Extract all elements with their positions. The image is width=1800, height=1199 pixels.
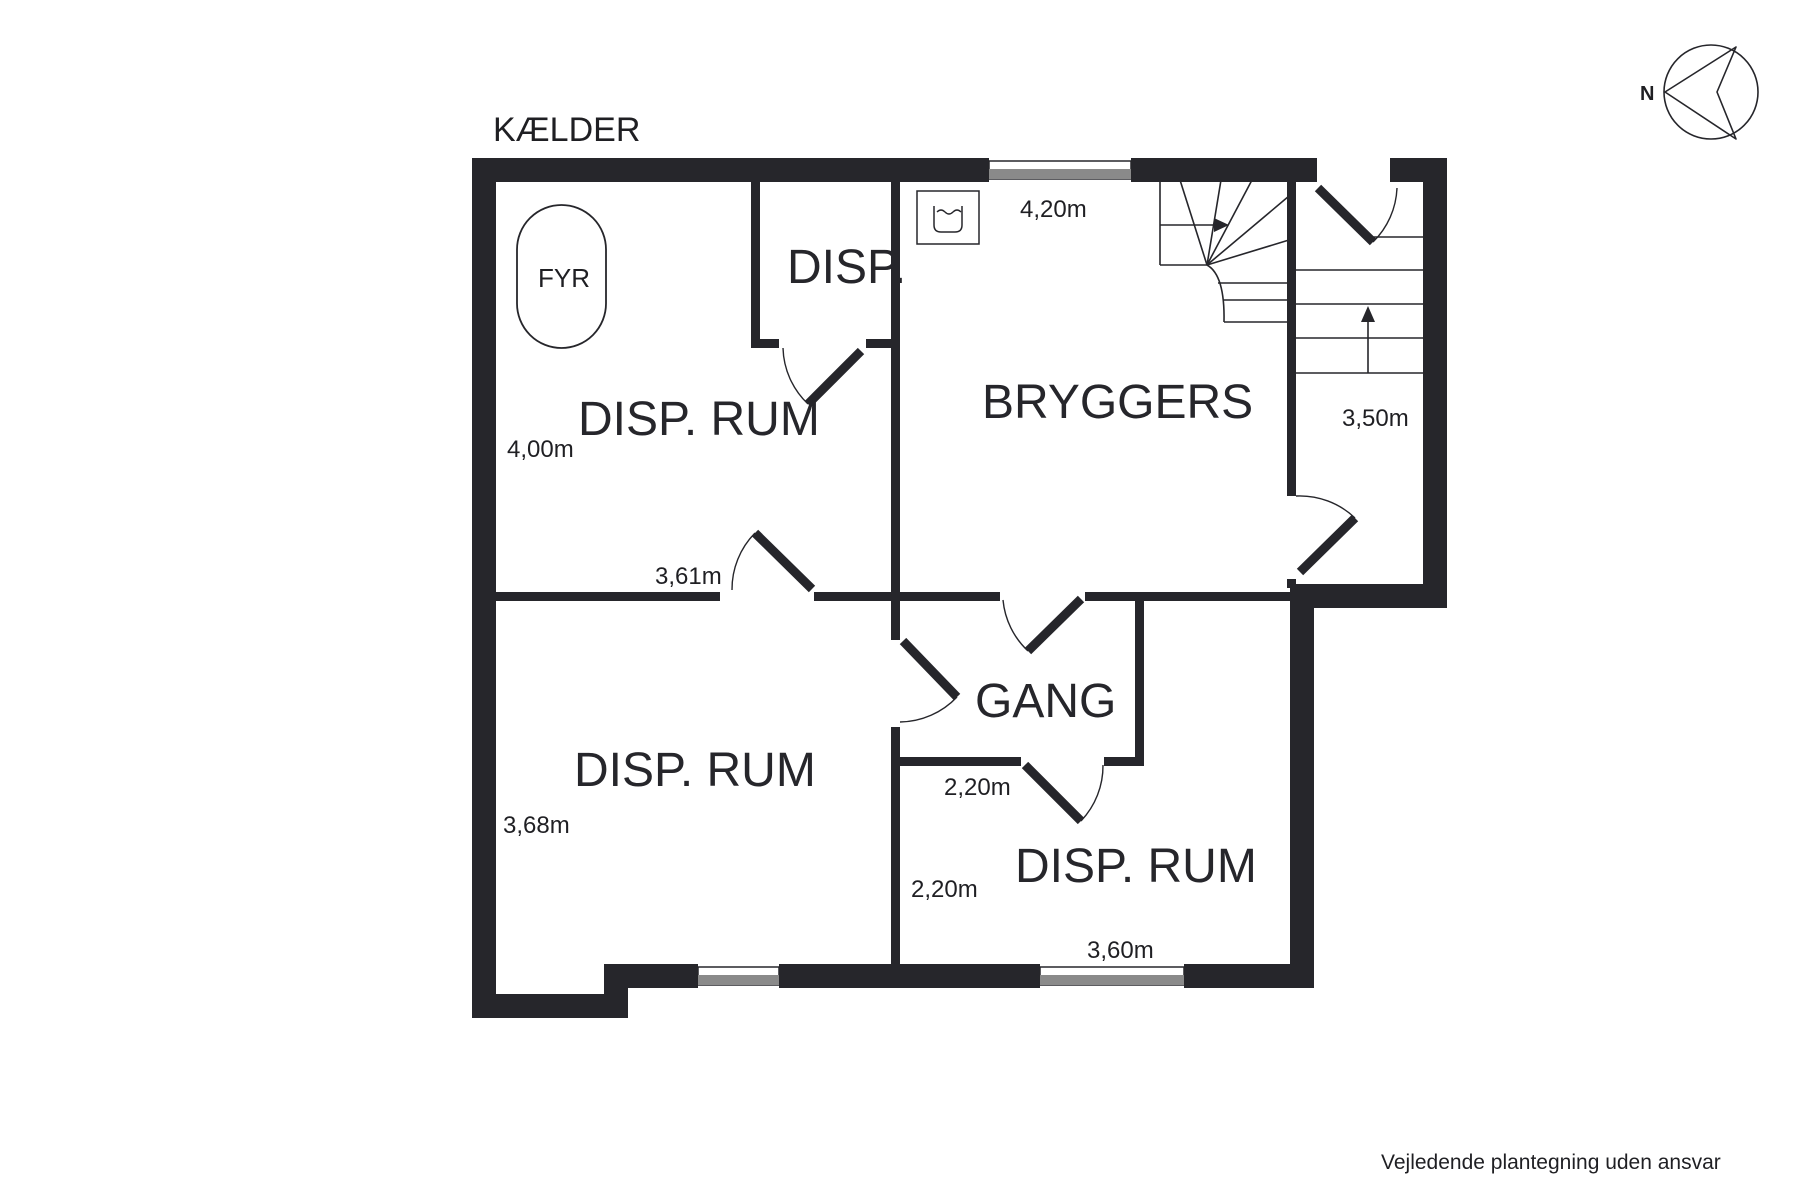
wall-top-right: [1131, 158, 1317, 182]
wall-disp-small-left: [751, 180, 760, 348]
door-stair-lower: [1295, 495, 1359, 576]
room-label-disp-rum-sw: DISP. RUM: [574, 744, 816, 797]
room-label-disp-rum-nw: DISP. RUM: [578, 393, 820, 446]
wall-bottom-b: [779, 964, 1040, 988]
straight-stair: [1296, 236, 1428, 374]
door-disp-small: [782, 347, 865, 408]
dim-se-width-top: 2,20m: [944, 774, 1011, 801]
door-nw-room: [731, 529, 816, 593]
wall-stair-divider-lower: [1287, 579, 1296, 588]
boiler: FYR: [516, 204, 607, 349]
wall-h-c: [1085, 592, 1292, 601]
door-gang-se: [1021, 761, 1104, 825]
wall-h-b: [814, 592, 1000, 601]
wall-right-lower: [1290, 584, 1314, 988]
wall-left: [472, 158, 496, 1018]
compass-circle: [1663, 44, 1759, 140]
doors: [731, 184, 1398, 825]
wall-stair-bottom: [1290, 584, 1447, 608]
dim-nw-width: 3,61m: [655, 563, 722, 590]
dim-nw-height: 4,00m: [507, 436, 574, 463]
wall-stair-right: [1423, 158, 1447, 608]
room-label-disp-rum-se: DISP. RUM: [1015, 840, 1257, 893]
window-bottom-right: [1039, 966, 1185, 986]
wall-center-upper: [891, 180, 900, 640]
stair-arrow-icon: [1214, 218, 1229, 232]
windows: [697, 160, 1185, 986]
dim-se-height: 2,20m: [911, 876, 978, 903]
wall-h-a: [494, 592, 720, 601]
wall-bottom-notch: [472, 994, 628, 1018]
door-exterior: [1314, 184, 1398, 246]
wall-gang-bottom-a: [895, 757, 1021, 766]
window-top: [988, 160, 1132, 180]
dim-bryggers-width: 4,20m: [1020, 196, 1087, 223]
sink-icon: [916, 190, 980, 245]
winding-stair: [1159, 179, 1291, 323]
wall-gang-right: [1135, 596, 1144, 766]
boiler-label: FYR: [538, 263, 590, 293]
wall-stair-divider-upper: [1287, 180, 1296, 496]
door-gang-sw: [899, 637, 961, 723]
wall-disp-small-bottom-a: [751, 339, 779, 348]
compass-north-label: N: [1640, 83, 1654, 105]
wall-bottom-a: [604, 964, 698, 988]
window-bottom-left: [697, 966, 780, 986]
compass: N: [1640, 44, 1759, 140]
wall-disp-small-bottom-b: [866, 339, 896, 348]
wall-center-lower: [891, 727, 900, 967]
room-label-gang: GANG: [975, 675, 1116, 728]
room-label-bryggers: BRYGGERS: [982, 376, 1253, 429]
door-bryggers-gang: [1002, 595, 1085, 655]
dim-stair-width: 3,50m: [1342, 405, 1409, 432]
disclaimer: Vejledende plantegning uden ansvar: [1381, 1151, 1721, 1174]
dim-se-width-bottom: 3,60m: [1087, 937, 1154, 964]
floor-title: KÆLDER: [493, 111, 640, 149]
wall-top-left: [472, 158, 989, 182]
dim-sw-height: 3,68m: [503, 812, 570, 839]
exterior-walls: [472, 158, 1447, 1018]
room-label-disp-small: DISP.: [787, 241, 906, 294]
boiler-tank: [516, 204, 607, 349]
wall-gang-bottom-b: [1104, 757, 1144, 766]
interior-walls: [494, 180, 1296, 967]
stair-up-arrow-icon: [1361, 306, 1375, 322]
compass-arrow-icon: [1664, 46, 1737, 140]
